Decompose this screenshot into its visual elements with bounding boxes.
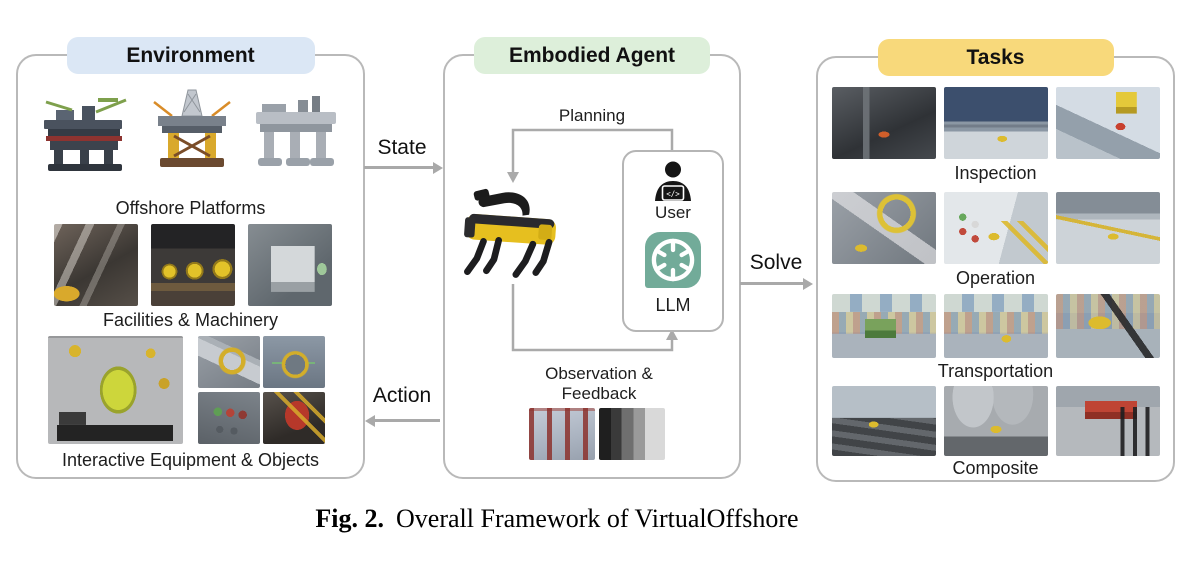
offshore-platform-image-3: [246, 82, 346, 194]
operation-image-3: [1056, 192, 1160, 264]
robot-dog-icon: [464, 188, 556, 278]
environment-panel: Environment: [16, 37, 365, 479]
llm-label: LLM: [655, 295, 691, 315]
user-label: User: [655, 203, 691, 222]
offshore-platforms-label: Offshore Platforms: [115, 198, 266, 218]
inspection-label: Inspection: [954, 163, 1037, 183]
inspection-image-2: [944, 87, 1048, 159]
action-arrow: [365, 415, 440, 426]
solve-arrow: [740, 278, 813, 289]
equipment-image-buttons: [198, 392, 260, 444]
composite-label: Composite: [952, 458, 1039, 478]
observation-rgb-image: [529, 408, 595, 460]
equipment-image-red-machine: [263, 392, 325, 444]
semi-submersible-platform-icon: [44, 98, 127, 171]
embodied-agent-panel: Embodied Agent Planning: [443, 37, 741, 479]
transportation-image-2: [944, 294, 1048, 358]
facilities-machinery-label: Facilities & Machinery: [102, 310, 279, 330]
composite-image-3: [1056, 386, 1160, 456]
interactive-equipment-label: Interactive Equipment & Objects: [61, 450, 320, 470]
llm-openai-icon: [645, 232, 701, 288]
offshore-platform-image-1: [38, 82, 138, 194]
drilling-rig-platform-icon: [153, 89, 231, 167]
observation-feedback-label: Observation & Feedback: [545, 364, 653, 403]
operation-image-1: [832, 192, 936, 264]
offshore-platform-image-2: [142, 82, 242, 194]
transportation-image-1: [832, 294, 936, 358]
openai-knot-icon: [645, 232, 701, 288]
solve-label: Solve: [749, 251, 803, 274]
inspection-image-1: [832, 87, 936, 159]
tasks-header: Tasks: [877, 39, 1114, 76]
caption-figure-number: Fig. 2.: [315, 504, 385, 533]
action-label: Action: [372, 384, 432, 407]
transportation-label: Transportation: [937, 361, 1054, 381]
facility-image-pipes: [54, 224, 138, 306]
facility-image-motors: [151, 224, 235, 306]
jackup-platform-icon: [256, 96, 336, 166]
caption-text: Overall Framework of VirtualOffshore: [396, 504, 799, 533]
composite-image-1: [832, 386, 936, 456]
agent-flow-lines: [507, 128, 678, 352]
planning-label: Planning: [558, 106, 626, 125]
equipment-image-gauge: [263, 336, 325, 388]
operation-image-2: [944, 192, 1048, 264]
observation-depth-image: [599, 408, 665, 460]
environment-header: Environment: [66, 37, 315, 74]
facility-image-control-cabinet: [248, 224, 332, 306]
state-label: State: [377, 136, 427, 159]
transportation-image-3: [1056, 294, 1160, 358]
figure-caption: Fig. 2. Overall Framework of VirtualOffsh…: [0, 504, 1114, 534]
embodied-agent-header: Embodied Agent: [474, 37, 710, 74]
code-glyph: </>: [666, 190, 680, 199]
user-llm-box: </> User LLM: [622, 150, 724, 332]
equipment-image-tool-wall: [48, 336, 183, 444]
inspection-image-3: [1056, 87, 1160, 159]
user-icon: </>: [655, 161, 691, 201]
equipment-image-valve-wheel: [198, 336, 260, 388]
state-arrow: [364, 162, 443, 173]
robot-dog-image: [455, 168, 569, 288]
tasks-panel: Tasks Inspection Operation Transportatio…: [816, 39, 1175, 482]
operation-label: Operation: [955, 268, 1036, 288]
composite-image-2: [944, 386, 1048, 456]
